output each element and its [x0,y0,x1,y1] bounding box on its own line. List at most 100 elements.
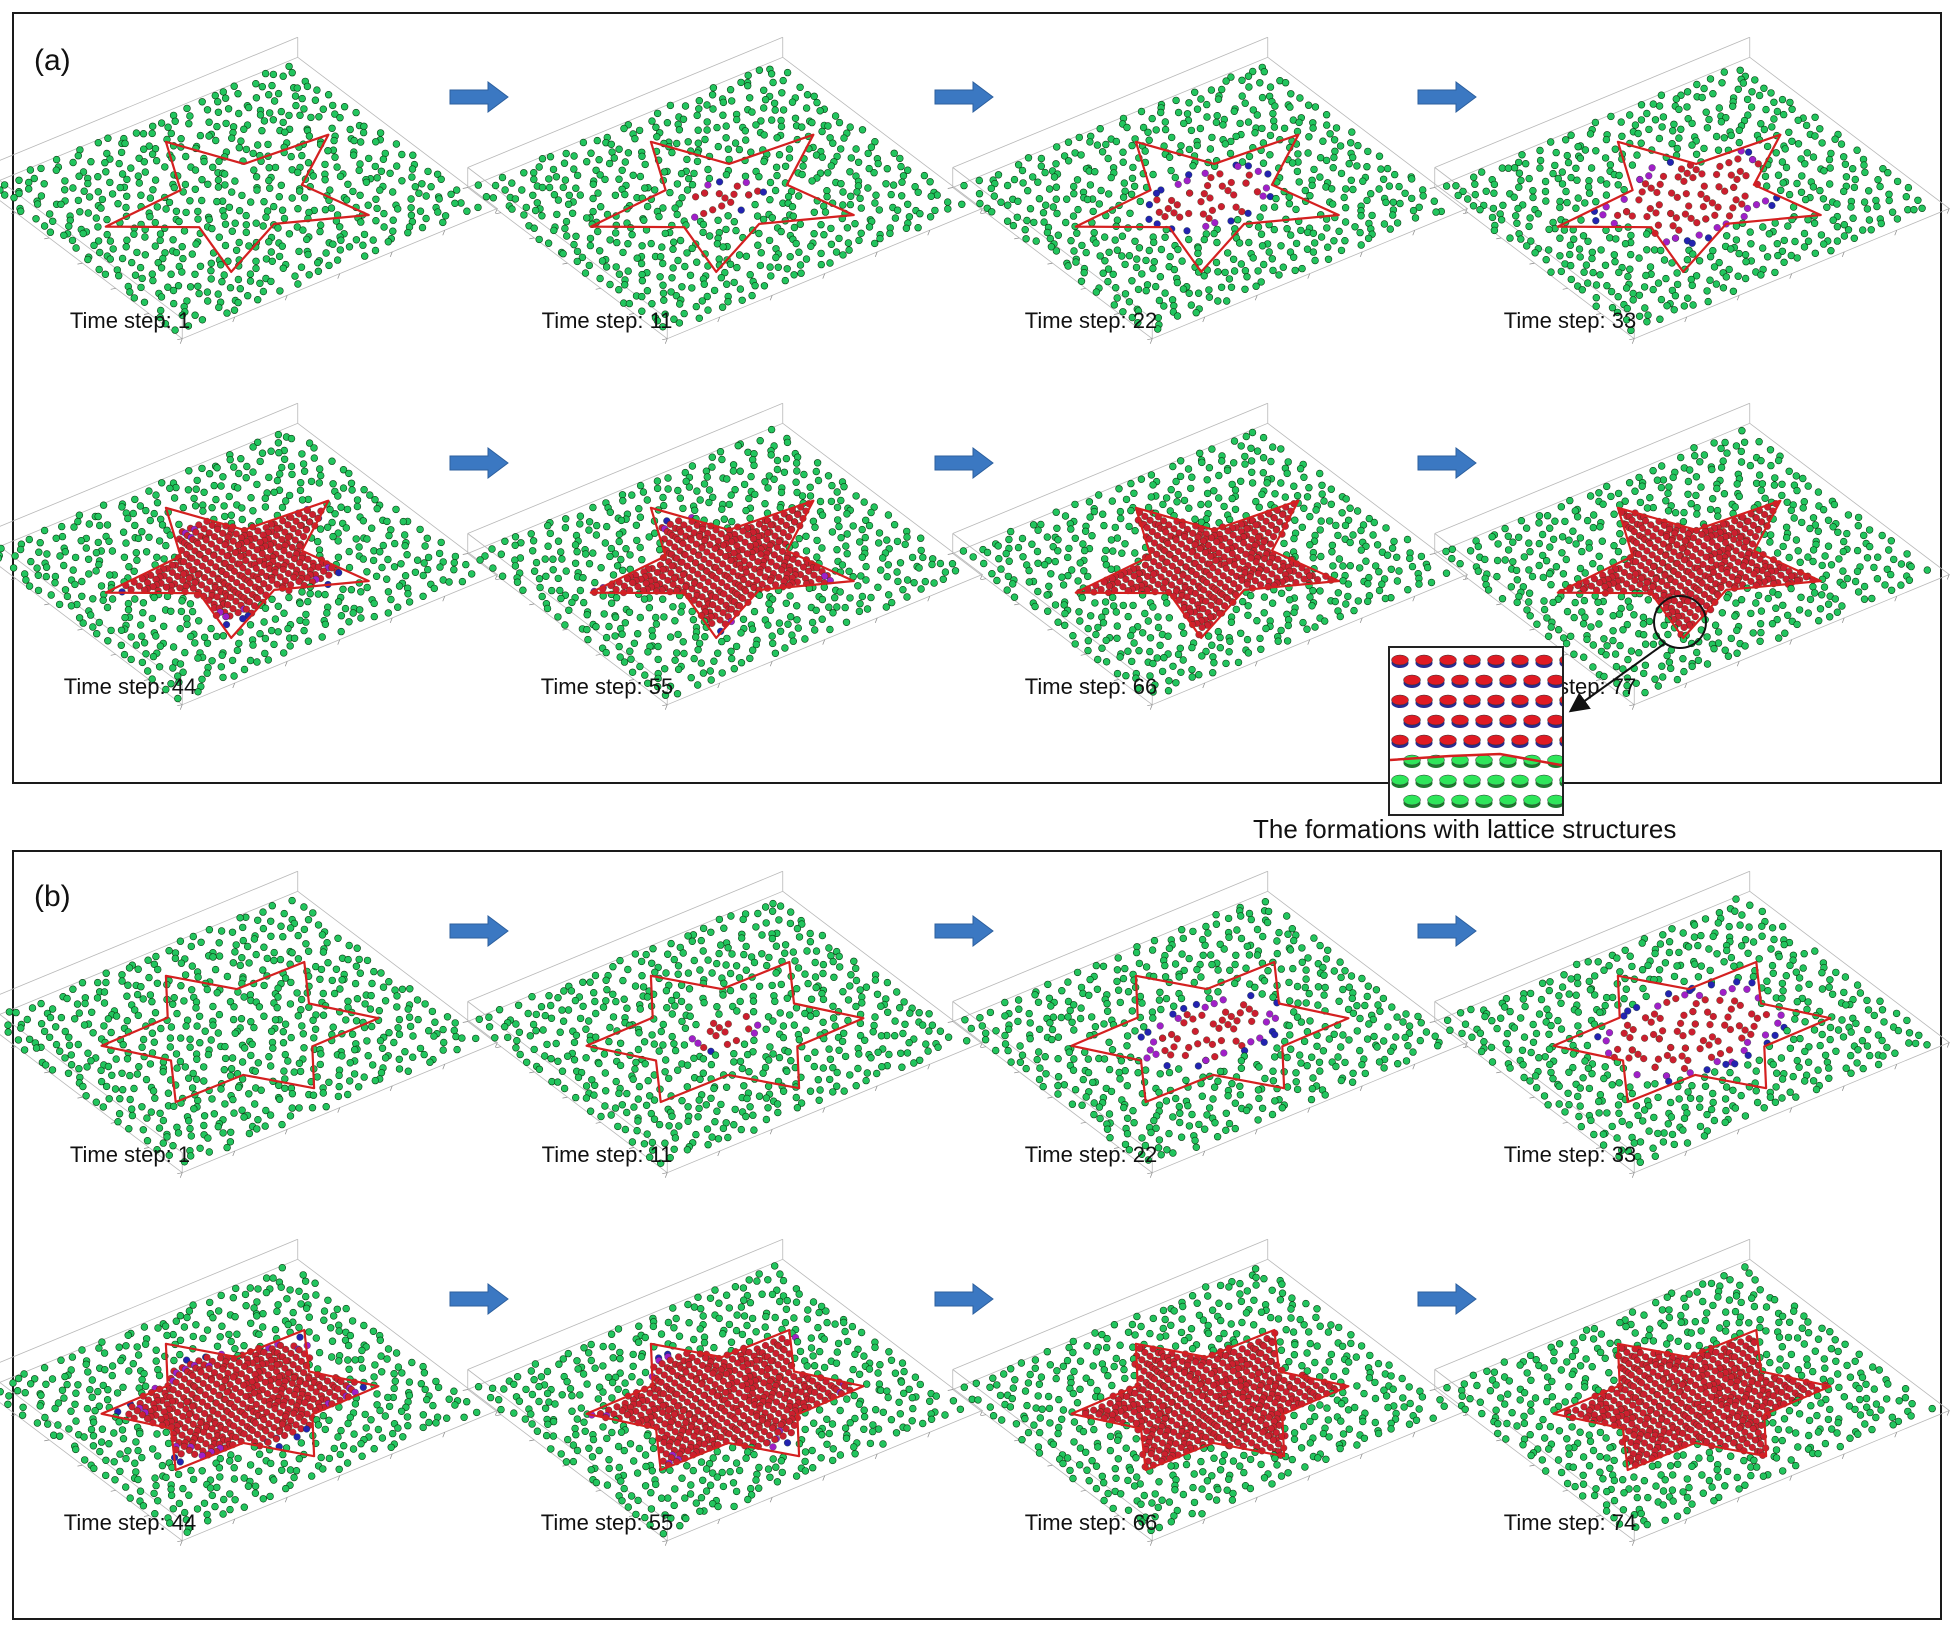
agent-dot [1175,596,1183,604]
agent-dot [1733,175,1741,183]
agent-dot [235,639,243,648]
agent-dot [1657,246,1665,255]
agent-dot [748,625,757,633]
agent-dot [668,274,676,282]
agent-dot [782,454,791,463]
agent-dot [238,583,246,591]
agent-dot [1861,168,1869,177]
agent-dot [384,555,392,564]
agent-dot [536,583,544,592]
agent-dot [1336,612,1344,621]
agent-dot [1129,163,1137,172]
agent-dot [1342,185,1350,193]
agent-dot [164,123,172,131]
agent-dot [1265,248,1273,256]
agent-dot [941,568,950,576]
agent-dot [1234,535,1242,543]
agent-dot [1408,194,1416,203]
agent-dot [636,481,645,490]
agent-dot [545,183,554,192]
formation-snapshot [0,402,499,710]
agent-dot [1556,234,1564,242]
agent-dot [1844,511,1853,519]
agent-dot [104,134,112,142]
agent-dot [1067,525,1075,533]
agent-dot [854,158,863,167]
agent-dot [737,206,745,214]
agent-dot [693,258,701,266]
agent-dot [216,537,224,545]
agent-dot [719,541,727,549]
agent-dot [1713,170,1721,179]
agent-dot [1710,263,1719,271]
agent-dot [1059,581,1068,589]
agent-dot [1119,158,1127,166]
agent-dot [562,567,570,575]
agent-dot [345,469,353,478]
agent-dot [1254,267,1262,275]
agent-dot [795,248,803,256]
agent-dot [1357,546,1365,554]
agent-dot [1094,623,1102,632]
agent-dot [1557,503,1566,511]
agent-dot [1170,265,1179,274]
agent-dot [709,601,717,609]
agent-dot [721,194,729,202]
agent-dot [246,579,254,587]
agent-dot [1062,195,1071,203]
agent-dot [814,476,823,485]
agent-dot [1125,252,1134,260]
agent-dot [1874,176,1882,184]
agent-dot [827,224,835,233]
agent-dot [1235,584,1243,592]
agent-dot [1283,469,1291,478]
agent-dot [903,533,911,541]
agent-dot [1819,195,1828,203]
agent-dot [898,178,906,186]
agent-dot [688,181,697,189]
agent-dot [457,199,465,207]
agent-dot [214,176,223,184]
agent-dot [1693,80,1701,89]
agent-dot [238,504,246,512]
agent-dot [1245,83,1253,91]
agent-dot [280,214,289,223]
agent-dot [1546,138,1555,146]
agent-dot [1780,258,1788,267]
agent-dot [290,573,298,581]
agent-dot [864,149,872,158]
agent-dot [242,556,250,565]
agent-dot [1544,246,1553,254]
agent-dot [436,563,444,571]
agent-dot [833,152,841,161]
agent-dot [1780,236,1788,245]
agent-dot [1771,219,1779,227]
agent-dot [1202,222,1210,230]
agent-dot [781,644,789,652]
agent-dot [441,212,450,220]
agent-dot [1332,124,1341,132]
agent-dot [905,213,914,221]
agent-dot [1298,264,1306,273]
agent-dot [1119,583,1127,591]
agent-dot [1564,158,1573,167]
agent-dot [1382,198,1390,207]
agent-dot [1326,130,1334,138]
agent-dot [792,239,800,248]
agent-dot [501,186,509,194]
agent-dot [582,157,591,166]
agent-dot [157,264,166,272]
agent-dot [1157,108,1165,117]
formation-snapshot [947,402,1469,710]
agent-dot [1576,154,1585,163]
agent-dot [693,157,702,166]
agent-dot [1657,295,1666,304]
agent-dot [336,246,344,254]
agent-dot [94,173,102,181]
agent-dot [146,213,154,221]
agent-dot [254,527,262,535]
agent-dot [743,550,751,558]
agent-dot [817,260,825,269]
agent-dot [933,191,941,199]
agent-dot [802,104,811,112]
